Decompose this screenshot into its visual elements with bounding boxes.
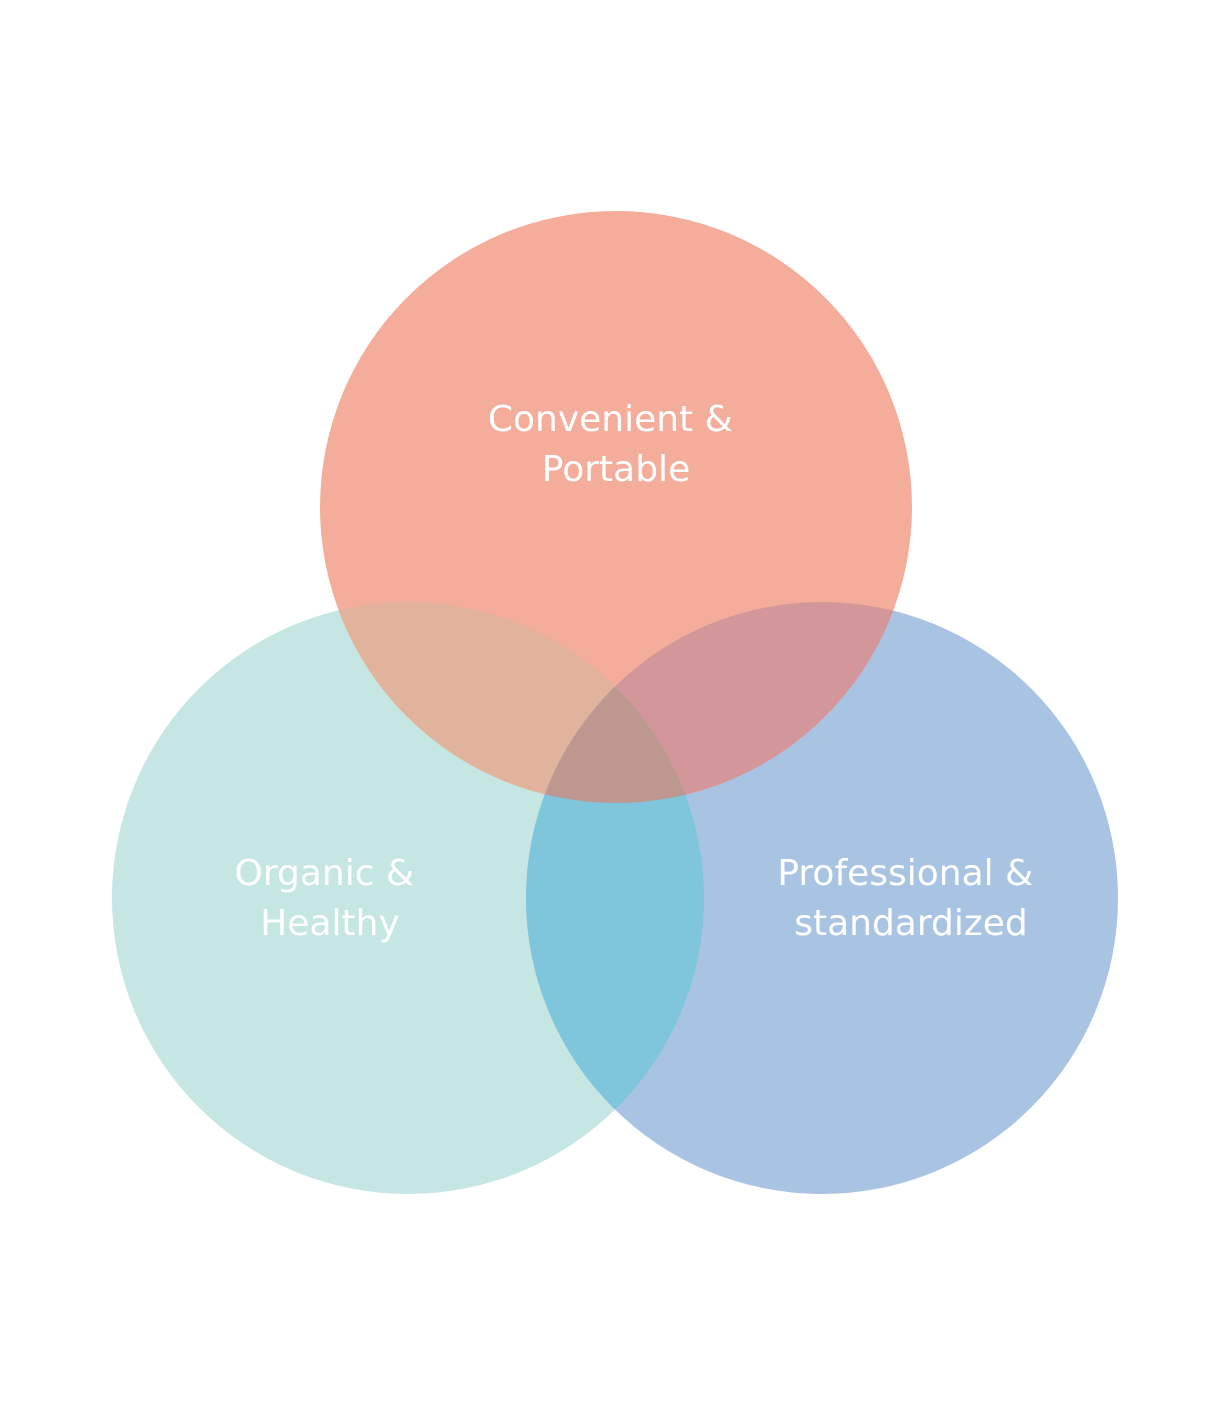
label-convenient-portable: Convenient & Portable — [488, 399, 744, 490]
overlap-top-right — [526, 602, 912, 803]
label-professional-standardized: Professional & standardized — [777, 853, 1044, 944]
overlap-top-left — [320, 602, 704, 803]
label-organic-healthy: Organic & Healthy — [235, 853, 426, 944]
